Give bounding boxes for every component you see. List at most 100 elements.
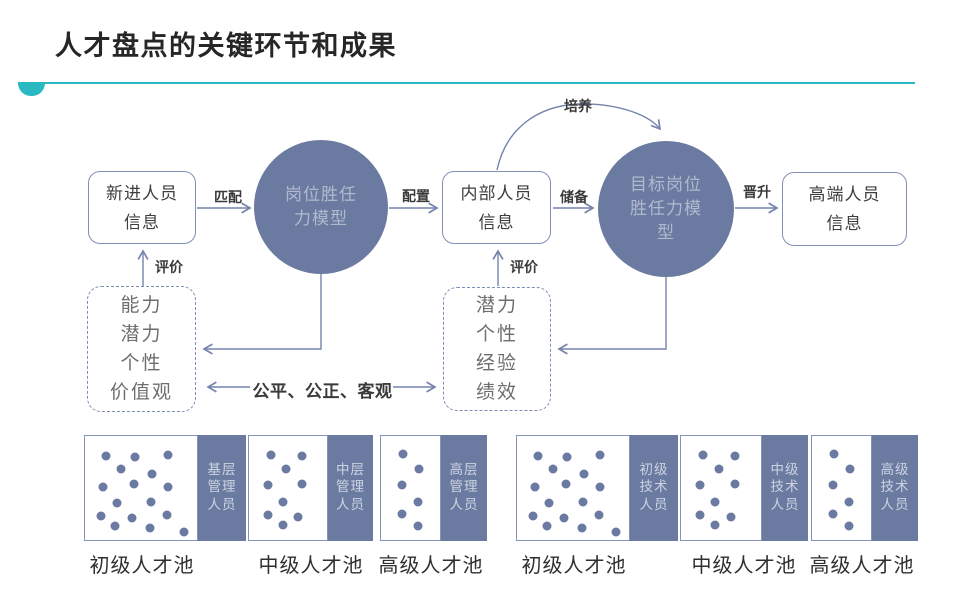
pool-label-junior-mgmt: 初级人才池 [89, 555, 195, 577]
person-dot [578, 497, 588, 507]
person-dot [544, 498, 554, 508]
person-dot [714, 464, 724, 474]
person-dot [397, 480, 407, 490]
senior-staff-info-box: 高端人员信息 [782, 172, 907, 246]
evaluate-left-label: 评价 [155, 259, 183, 275]
pool-label-senior-mgmt: 高级人才池 [378, 555, 484, 577]
pool-box-mid-tech [680, 435, 762, 541]
person-dot [695, 510, 705, 520]
person-dot [163, 482, 173, 492]
pool-category-senior-mgmt: 高层管理人员 [441, 435, 487, 541]
person-dot [147, 469, 157, 479]
person-dot [577, 523, 587, 533]
person-dot [828, 509, 838, 519]
pool-label-junior-tech: 初级人才池 [521, 555, 627, 577]
person-dot [710, 497, 720, 507]
person-dot [829, 449, 839, 459]
model-to-dashed-left-arrow [204, 273, 322, 349]
person-dot [561, 479, 571, 489]
person-dot [594, 510, 604, 520]
person-dot [579, 469, 589, 479]
person-dot [278, 520, 288, 530]
person-dot [844, 497, 854, 507]
page-title: 人才盘点的关键环节和成果 [55, 31, 397, 61]
person-dot [98, 482, 108, 492]
divider-accent-icon [18, 83, 45, 96]
evaluation-criteria-left-box: 能力潜力个性价值观 [87, 286, 196, 412]
person-dot [127, 513, 137, 523]
pool-label-mid-mgmt: 中级人才池 [258, 555, 364, 577]
target-competency-model-circle: 目标岗位胜任力模型 [598, 141, 734, 277]
person-dot [101, 451, 111, 461]
person-dot [595, 482, 605, 492]
person-dot [281, 464, 291, 474]
person-dot [542, 521, 552, 531]
pool-category-junior-tech: 初级技术人员 [630, 435, 678, 541]
pool-category-senior-tech: 高级技术人员 [872, 435, 918, 541]
person-dot [129, 479, 139, 489]
person-dot [559, 513, 569, 523]
deploy-label: 配置 [402, 188, 430, 204]
person-dot [414, 464, 424, 474]
person-dot [297, 451, 307, 461]
pool-category-junior-mgmt: 基层管理人员 [198, 435, 246, 541]
person-dot [730, 451, 740, 461]
person-dot [562, 452, 572, 462]
person-dot [146, 497, 156, 507]
person-dot [130, 452, 140, 462]
pool-box-senior-tech [811, 435, 872, 541]
evaluate-right-label: 评价 [510, 259, 538, 275]
pool-label-senior-tech: 高级人才池 [809, 555, 915, 577]
person-dot [398, 449, 408, 459]
person-dot [96, 511, 106, 521]
title-divider [18, 82, 915, 84]
person-dot [163, 450, 173, 460]
person-dot [413, 521, 423, 531]
person-dot [110, 521, 120, 531]
pool-category-mid-mgmt: 中层管理人员 [328, 435, 373, 541]
pool-category-mid-tech: 中级技术人员 [762, 435, 808, 541]
person-dot [297, 479, 307, 489]
person-dot [695, 480, 705, 490]
pool-box-junior-tech [516, 435, 630, 541]
person-dot [533, 451, 543, 461]
person-dot [844, 521, 854, 531]
cultivate-label: 培养 [564, 98, 592, 114]
reserve-label: 储备 [560, 189, 588, 205]
person-dot [266, 450, 276, 460]
person-dot [730, 479, 740, 489]
competency-model-circle: 岗位胜任力模型 [254, 140, 388, 274]
person-dot [263, 510, 273, 520]
person-dot [278, 497, 288, 507]
promote-label: 晋升 [743, 184, 771, 200]
internal-staff-info-box: 内部人员信息 [442, 171, 551, 244]
person-dot [413, 497, 423, 507]
person-dot [116, 464, 126, 474]
person-dot [595, 450, 605, 460]
match-label: 匹配 [214, 189, 242, 205]
model-to-dashed-right-arrow [559, 277, 667, 349]
person-dot [548, 464, 558, 474]
principle-label: 公平、公正、客观 [252, 382, 393, 401]
person-dot [162, 510, 172, 520]
person-dot [263, 480, 273, 490]
pool-box-senior-mgmt [380, 435, 441, 541]
person-dot [145, 523, 155, 533]
person-dot [726, 512, 736, 522]
new-staff-info-box: 新进人员信息 [88, 171, 196, 244]
person-dot [293, 512, 303, 522]
pool-box-junior-mgmt [84, 435, 198, 541]
person-dot [530, 482, 540, 492]
person-dot [611, 527, 621, 537]
person-dot [698, 450, 708, 460]
person-dot [528, 511, 538, 521]
person-dot [710, 520, 720, 530]
evaluation-criteria-right-box: 潜力个性经验绩效 [443, 287, 551, 411]
person-dot [112, 498, 122, 508]
pool-box-mid-mgmt [248, 435, 328, 541]
person-dot [845, 464, 855, 474]
person-dot [828, 480, 838, 490]
pool-label-mid-tech: 中级人才池 [691, 555, 797, 577]
person-dot [397, 509, 407, 519]
